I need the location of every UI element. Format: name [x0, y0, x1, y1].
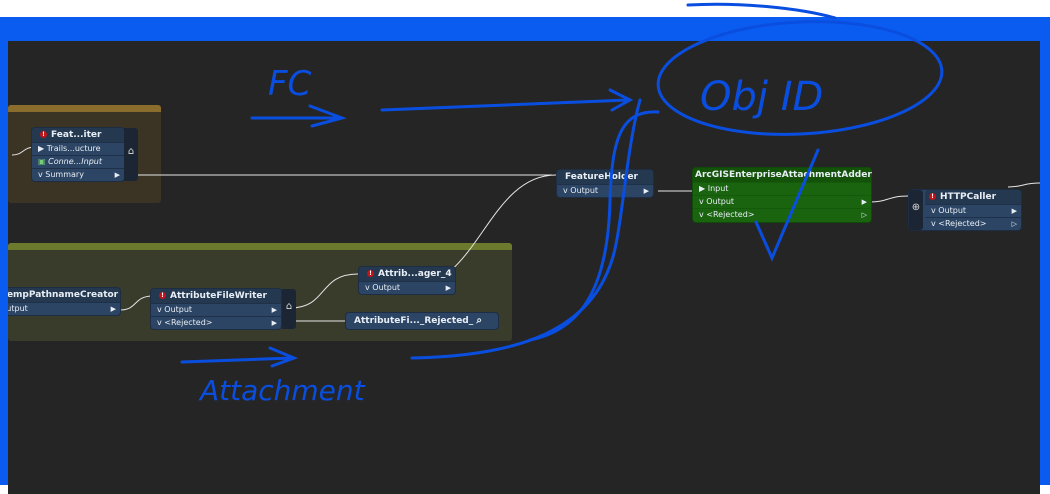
rejected-port[interactable]: v <Rejected>▷ — [693, 208, 871, 221]
attribute-manager-node[interactable]: ! Attrib...ager_4 v Output▶ — [359, 267, 455, 294]
http-caller-node[interactable]: ⊕ ! HTTPCaller v Output▶ v <Rejected>▷ — [909, 190, 1021, 230]
node-title: ArcGISEnterpriseAttachmentAdder — [695, 170, 872, 180]
port-label: <Rejected> — [164, 318, 213, 327]
rejected-port[interactable]: v <Rejected>▶ — [151, 316, 281, 329]
database-icon: ⌂ — [282, 289, 296, 329]
error-icon: ! — [159, 292, 166, 299]
output-port[interactable]: v Output▶ — [151, 303, 281, 316]
node-title: Attrib...ager_4 — [378, 269, 452, 279]
output-port[interactable]: v Output▶ — [693, 195, 871, 208]
feature-writer-node[interactable]: ! Feat...iter ▶ Trails...ucture ▣ Conne..… — [32, 128, 138, 181]
output-port[interactable]: Output▶ — [8, 302, 120, 315]
input-port[interactable]: ▶ Trails...ucture — [32, 142, 124, 155]
port-label: Output — [938, 206, 967, 215]
port-label: Output — [570, 186, 599, 195]
node-title: FeatureHolder — [565, 172, 638, 182]
port-label: Output — [8, 304, 28, 313]
database-icon: ⌂ — [124, 128, 138, 181]
node-title: AttributeFileWriter — [170, 291, 267, 301]
rejected-port[interactable]: v <Rejected>▷ — [925, 217, 1021, 230]
port-label: <Rejected> — [706, 210, 755, 219]
attribute-inspector-node[interactable]: AttributeFi..._Rejected_ ⌕ — [346, 313, 498, 329]
node-title: Feat...iter — [51, 130, 102, 140]
input-port[interactable]: ▶ Input — [693, 182, 871, 195]
output-port[interactable]: v Output▶ — [557, 184, 653, 197]
inspect-magnifier-icon: ⌕ — [476, 315, 482, 326]
output-port[interactable]: v Output▶ — [359, 281, 455, 294]
attribute-file-writer-node[interactable]: ! AttributeFileWriter v Output▶ v <Reject… — [151, 289, 296, 329]
port-label: Conne...Input — [48, 157, 102, 166]
port-label: Output — [164, 305, 193, 314]
output-port[interactable]: v Summary▶ — [32, 168, 124, 181]
error-icon: ! — [929, 193, 936, 200]
output-port[interactable]: v Output▶ — [925, 204, 1021, 217]
globe-icon: ⊕ — [909, 190, 923, 230]
port-label: Summary — [45, 170, 84, 179]
error-icon: ! — [367, 270, 374, 277]
screen-frame: ! Feat...iter ▶ Trails...ucture ▣ Conne..… — [0, 17, 1050, 494]
temp-pathname-creator-node[interactable]: TempPathnameCreator Output▶ — [8, 288, 120, 315]
workspace-canvas[interactable]: ! Feat...iter ▶ Trails...ucture ▣ Conne..… — [8, 41, 1040, 494]
input-port[interactable]: ▣ Conne...Input — [32, 155, 124, 168]
error-icon: ! — [40, 131, 47, 138]
port-label: Trails...ucture — [46, 144, 101, 153]
port-label: Output — [706, 197, 735, 206]
port-label: Output — [372, 283, 401, 292]
connections — [11, 146, 1040, 322]
arcgis-attachment-adder-node[interactable]: ArcGISEnterpriseAttachmentAdder ▶ Input … — [693, 168, 872, 222]
node-title: TempPathnameCreator — [8, 288, 120, 302]
port-label: Input — [707, 184, 729, 193]
feature-holder-node[interactable]: FeatureHolder v Output▶ — [557, 170, 653, 197]
port-label: <Rejected> — [938, 219, 987, 228]
node-title: AttributeFi..._Rejected_ — [354, 316, 474, 326]
node-title: HTTPCaller — [940, 192, 997, 202]
